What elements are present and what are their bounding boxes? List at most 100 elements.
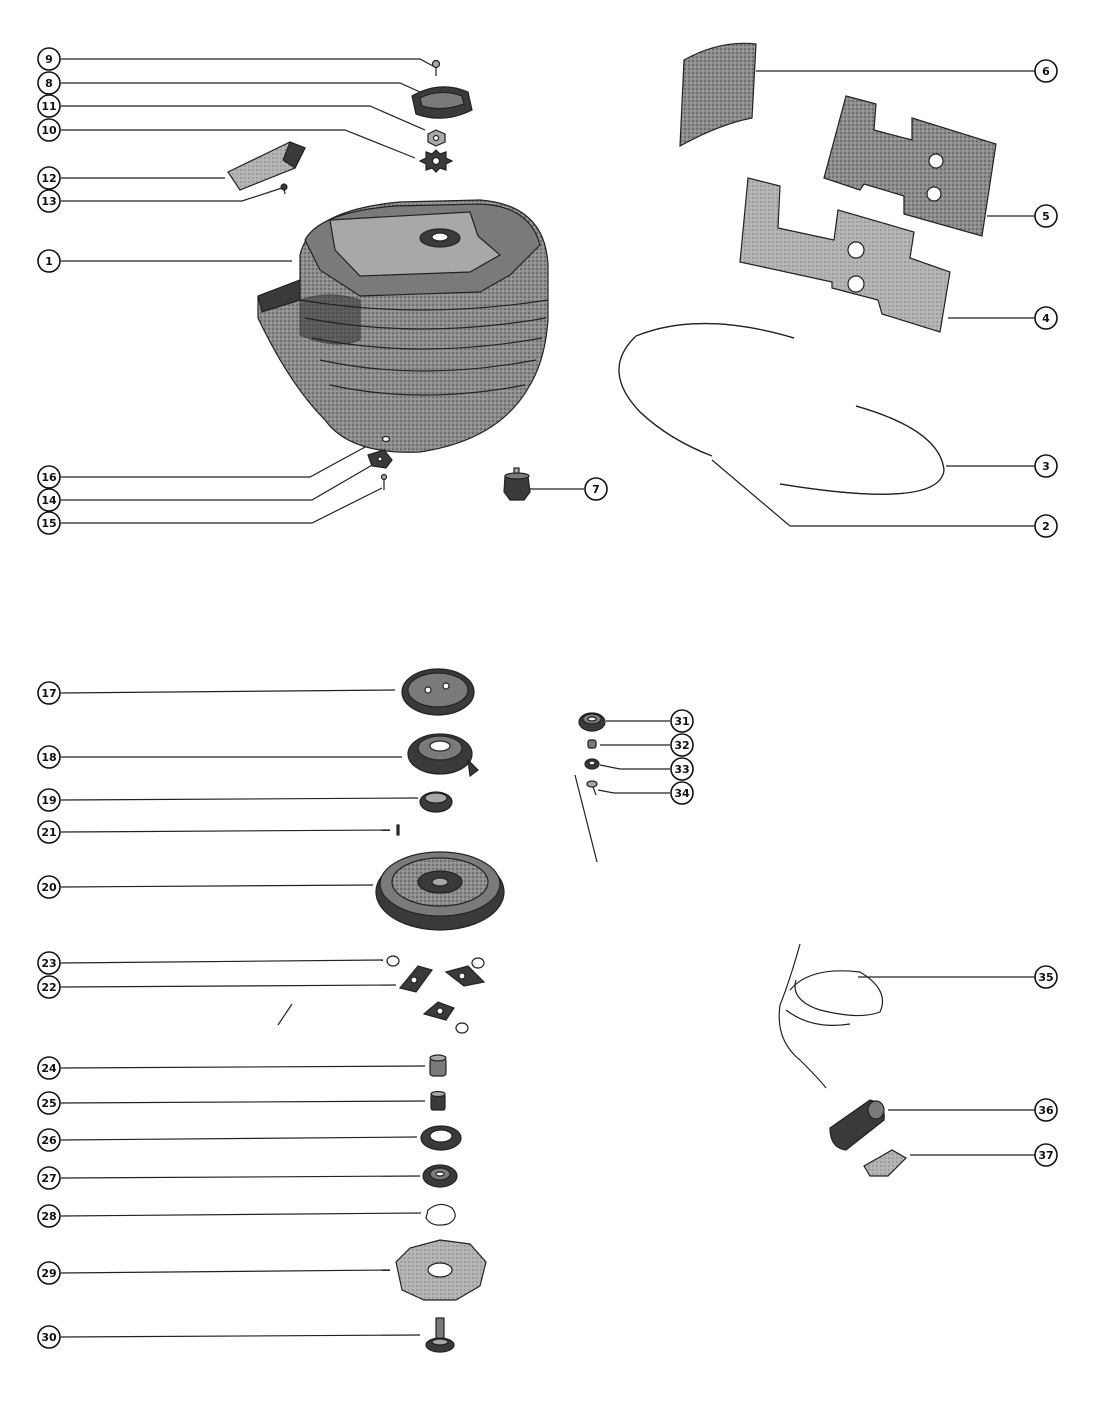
part-32-nut bbox=[587, 739, 597, 749]
callout-6: 6 bbox=[1034, 59, 1058, 83]
callout-circle bbox=[37, 1325, 61, 1349]
part-24-sleeve bbox=[429, 1054, 447, 1077]
part-12-bracket bbox=[227, 141, 306, 191]
callout-number: 12 bbox=[41, 172, 56, 185]
callout-29: 29 bbox=[37, 1261, 61, 1285]
callout-23: 23 bbox=[37, 951, 61, 975]
callout-35: 35 bbox=[1034, 965, 1058, 989]
callout-number: 35 bbox=[1038, 971, 1053, 984]
part-10-star-washer bbox=[418, 149, 454, 173]
callout-circle bbox=[1034, 204, 1058, 228]
part-28-spring bbox=[425, 1203, 456, 1226]
part-1-top-cowl bbox=[257, 199, 549, 453]
callout-circle bbox=[670, 781, 694, 805]
callout-30: 30 bbox=[37, 1325, 61, 1349]
callout-number: 1 bbox=[45, 255, 53, 268]
part-26-ring bbox=[420, 1125, 462, 1151]
part-33-washer bbox=[584, 758, 600, 770]
callout-circle bbox=[1034, 454, 1058, 478]
callout-circle bbox=[37, 47, 61, 71]
callout-21: 21 bbox=[37, 820, 61, 844]
callout-14: 14 bbox=[37, 488, 61, 512]
callout-number: 10 bbox=[41, 124, 57, 137]
callout-number: 29 bbox=[41, 1267, 56, 1280]
callout-31: 31 bbox=[670, 709, 694, 733]
part-11-nut bbox=[427, 129, 446, 147]
part-14-clip bbox=[367, 449, 393, 469]
callout-number: 16 bbox=[41, 471, 57, 484]
callout-number: 28 bbox=[41, 1210, 56, 1223]
callout-number: 33 bbox=[674, 763, 689, 776]
callout-circle bbox=[1034, 1143, 1058, 1167]
callout-circle bbox=[584, 477, 608, 501]
callout-circle bbox=[1034, 514, 1058, 538]
callout-18: 18 bbox=[37, 745, 61, 769]
callout-circle bbox=[37, 465, 61, 489]
callout-number: 25 bbox=[41, 1097, 56, 1110]
callout-number: 18 bbox=[41, 751, 56, 764]
callout-number: 5 bbox=[1042, 210, 1050, 223]
callout-labels: 1234567891011121314151617181920212223242… bbox=[37, 47, 1058, 1349]
callout-circle bbox=[37, 94, 61, 118]
callout-number: 17 bbox=[41, 687, 56, 700]
callout-number: 8 bbox=[45, 77, 53, 90]
callout-number: 30 bbox=[41, 1331, 57, 1344]
part-18-spring-housing bbox=[407, 733, 479, 778]
callout-circle bbox=[37, 189, 61, 213]
callout-circle bbox=[670, 733, 694, 757]
part-7-mount bbox=[503, 467, 531, 501]
callout-13: 13 bbox=[37, 189, 61, 213]
upper-assembly-parts bbox=[227, 42, 997, 501]
callout-circle bbox=[1034, 306, 1058, 330]
starter-assembly-parts bbox=[375, 668, 505, 1353]
callout-number: 36 bbox=[1038, 1104, 1054, 1117]
callout-11: 11 bbox=[37, 94, 61, 118]
callout-circle bbox=[37, 820, 61, 844]
callout-circle bbox=[37, 1204, 61, 1228]
callout-circle bbox=[37, 118, 61, 142]
callout-number: 14 bbox=[41, 494, 57, 507]
part-36-handle bbox=[829, 1099, 885, 1151]
callout-circle bbox=[1034, 1098, 1058, 1122]
callout-circle bbox=[37, 951, 61, 975]
part-2-seal bbox=[618, 322, 795, 457]
part-34-screw bbox=[586, 780, 598, 796]
callout-number: 6 bbox=[1042, 65, 1050, 78]
callout-circle bbox=[37, 1128, 61, 1152]
callout-number: 11 bbox=[41, 100, 56, 113]
callout-number: 37 bbox=[1038, 1149, 1053, 1162]
callout-circle bbox=[670, 757, 694, 781]
callout-number: 23 bbox=[41, 957, 56, 970]
callout-27: 27 bbox=[37, 1166, 61, 1190]
callout-number: 4 bbox=[1042, 312, 1050, 325]
callout-circle bbox=[670, 709, 694, 733]
callout-26: 26 bbox=[37, 1128, 61, 1152]
callout-number: 3 bbox=[1042, 460, 1050, 473]
callout-4: 4 bbox=[1034, 306, 1058, 330]
callout-22: 22 bbox=[37, 975, 61, 999]
callout-number: 20 bbox=[41, 881, 57, 894]
part-4-insulator bbox=[739, 177, 951, 333]
part-3-seal bbox=[779, 405, 945, 495]
callout-15: 15 bbox=[37, 511, 61, 535]
callout-10: 10 bbox=[37, 118, 61, 142]
callout-25: 25 bbox=[37, 1091, 61, 1115]
callout-number: 24 bbox=[41, 1062, 57, 1075]
callout-circle bbox=[37, 875, 61, 899]
callout-circle bbox=[37, 71, 61, 95]
callout-32: 32 bbox=[670, 733, 694, 757]
callout-number: 13 bbox=[41, 195, 56, 208]
callout-circle bbox=[37, 1261, 61, 1285]
callout-number: 15 bbox=[41, 517, 56, 530]
callout-number: 27 bbox=[41, 1172, 56, 1185]
callout-9: 9 bbox=[37, 47, 61, 71]
callout-number: 22 bbox=[41, 981, 56, 994]
callout-24: 24 bbox=[37, 1056, 61, 1080]
callout-16: 16 bbox=[37, 465, 61, 489]
callout-number: 7 bbox=[592, 483, 600, 496]
part-8-cap bbox=[411, 86, 473, 119]
part-9-screw bbox=[431, 59, 441, 76]
callout-circle bbox=[37, 166, 61, 190]
part-22-pawls bbox=[398, 965, 486, 1021]
